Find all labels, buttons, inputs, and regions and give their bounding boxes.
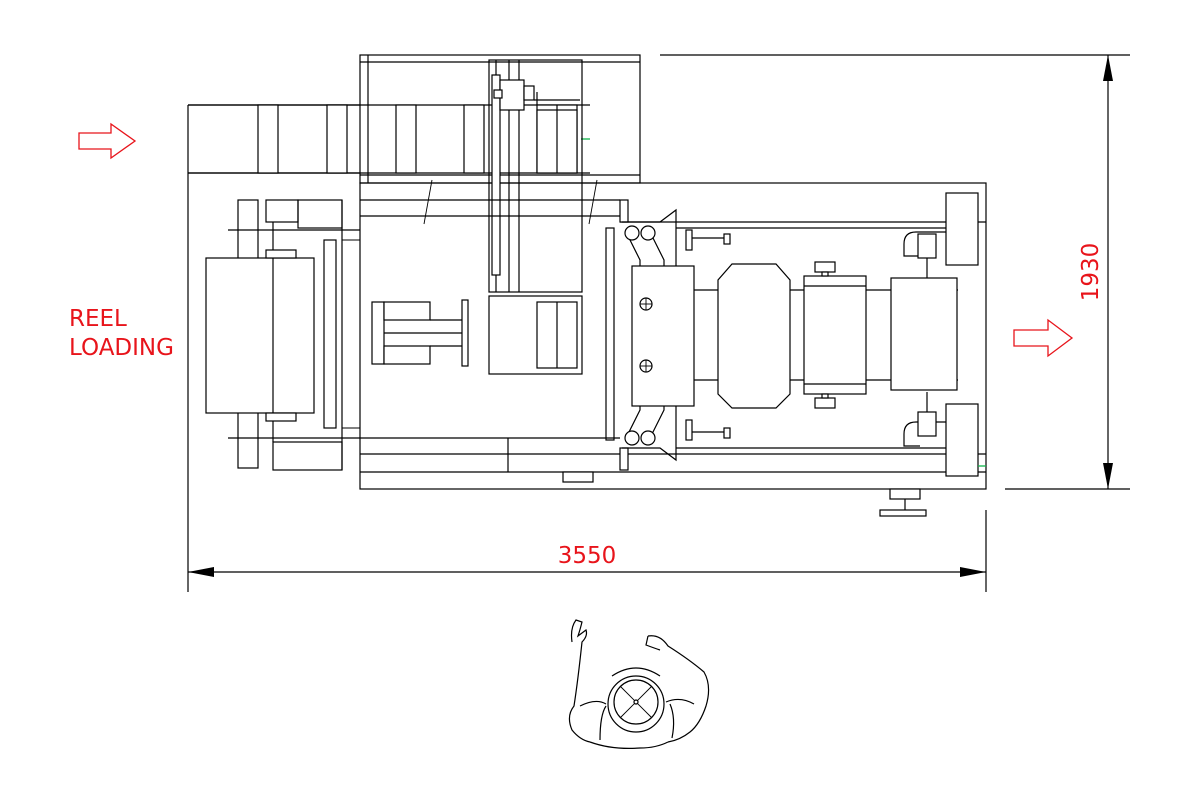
input-conveyor [188,104,590,174]
output-arrow-icon [1013,318,1074,358]
height-dimension [660,54,1130,490]
cylinder-block [371,295,583,375]
input-arrow-icon [78,122,137,160]
reel-unwinder [205,199,360,471]
width-dimension-label: 3550 [558,543,617,569]
reel-loading-label-line1: REEL [69,306,127,332]
machine-outline [187,54,987,592]
reel-loading-label-line2: LOADING [69,335,174,361]
width-dimension [188,510,987,592]
operator-icon [568,619,710,749]
processing-line [360,192,986,517]
transfer-gantry [423,59,598,293]
height-dimension-label: 1930 [1078,243,1104,302]
